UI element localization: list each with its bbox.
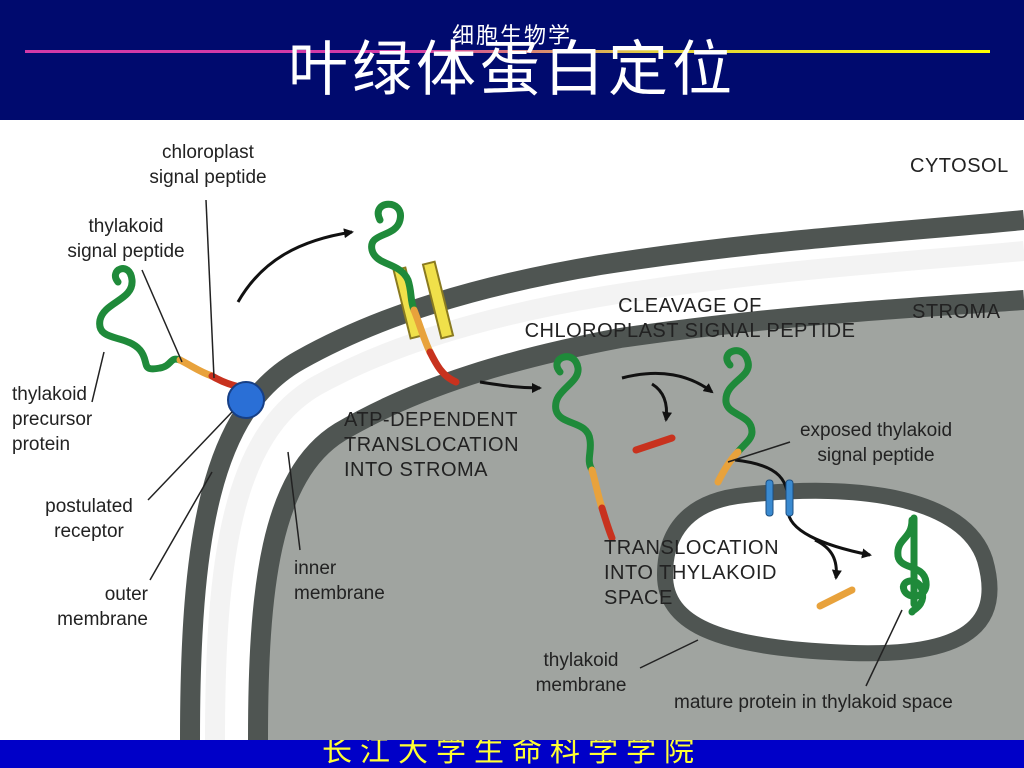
- label-chloroplast-signal-peptide: chloroplast signal peptide: [149, 142, 267, 188]
- arrow-import: [236, 228, 354, 303]
- label-thylakoid-signal-peptide: thylakoid signal peptide: [67, 216, 185, 262]
- leader-receptor: [147, 411, 233, 501]
- precursor-thylakoid-peptide: [176, 356, 216, 380]
- mature-protein-shape: [894, 514, 930, 616]
- cleaved-thylakoid-peptide: [816, 586, 856, 610]
- label-atp-translocation-step: ATP-DEPENDENT TRANSLOCATION INTO STROMA: [344, 409, 520, 481]
- label-thylakoid-membrane: thylakoid membrane: [535, 650, 627, 696]
- inner-membrane: [248, 290, 1024, 740]
- translocon-right: [421, 260, 455, 340]
- thylakoid-channel-left: [765, 479, 774, 517]
- cleaved-chloroplast-peptide: [632, 434, 676, 454]
- subject-label: 细胞生物学: [451, 24, 572, 49]
- diagram-graphics: [91, 199, 1024, 740]
- stroma-protein-green: [552, 353, 596, 474]
- decorative-line: [25, 50, 990, 53]
- leader-chloroplast-peptide: [205, 199, 215, 379]
- leader-precursor: [91, 351, 105, 403]
- label-inner-membrane: inner membrane: [294, 558, 385, 604]
- label-mature-protein: mature protein in thylakoid space: [674, 692, 953, 713]
- institution-name: 长江大学生命科学学院: [322, 740, 702, 768]
- leader-outer-membrane: [149, 471, 213, 581]
- thylakoid-channel-right: [785, 479, 794, 517]
- arrow-cleavage: [621, 371, 714, 394]
- arrow-peptide-release: [651, 382, 673, 422]
- chloroplast-protein-import-diagram: chloroplast signal peptide thylakoid sig…: [0, 120, 1024, 740]
- label-stroma: STROMA: [912, 301, 1001, 323]
- slide-header: 细胞生物学 叶绿体蛋白定位: [0, 0, 1024, 120]
- leader-thylakoid-peptide: [141, 269, 183, 363]
- receptor-shape: [227, 381, 265, 419]
- slide-footer: 长江大学生命科学学院: [0, 740, 1024, 768]
- leader-inner-membrane: [287, 451, 301, 551]
- slide-title: 叶绿体蛋白定位: [288, 35, 736, 105]
- label-thylakoid-precursor-protein: thylakoid precursor protein: [12, 384, 93, 455]
- label-outer-membrane: outer membrane: [57, 584, 148, 630]
- intermediate-protein-green: [722, 347, 756, 456]
- arrow-to-stroma: [479, 380, 542, 393]
- precursor-protein-green: [96, 265, 184, 373]
- translocating-protein-green: [368, 200, 418, 314]
- stroma-chloroplast-peptide: [598, 504, 616, 542]
- label-exposed-thylakoid-signal-peptide: exposed thylakoid signal peptide: [799, 420, 953, 466]
- leader-mature-protein: [865, 609, 903, 687]
- arrow-thylakoid-peptide-release: [814, 538, 842, 580]
- label-postulated-receptor: postulated receptor: [45, 496, 133, 542]
- exposed-thylakoid-peptide-shape: [714, 448, 742, 486]
- label-cleavage-step: CLEAVAGE OF CHLOROPLAST SIGNAL PEPTIDE: [524, 295, 856, 342]
- leader-exposed-peptide: [727, 441, 791, 463]
- leader-thylakoid-membrane: [639, 639, 699, 669]
- label-cytosol: CYTOSOL: [910, 155, 1009, 177]
- label-thylakoid-translocation-step: TRANSLOCATION INTO THYLAKOID SPACE: [604, 537, 780, 609]
- translocating-chloroplast-peptide: [426, 348, 460, 386]
